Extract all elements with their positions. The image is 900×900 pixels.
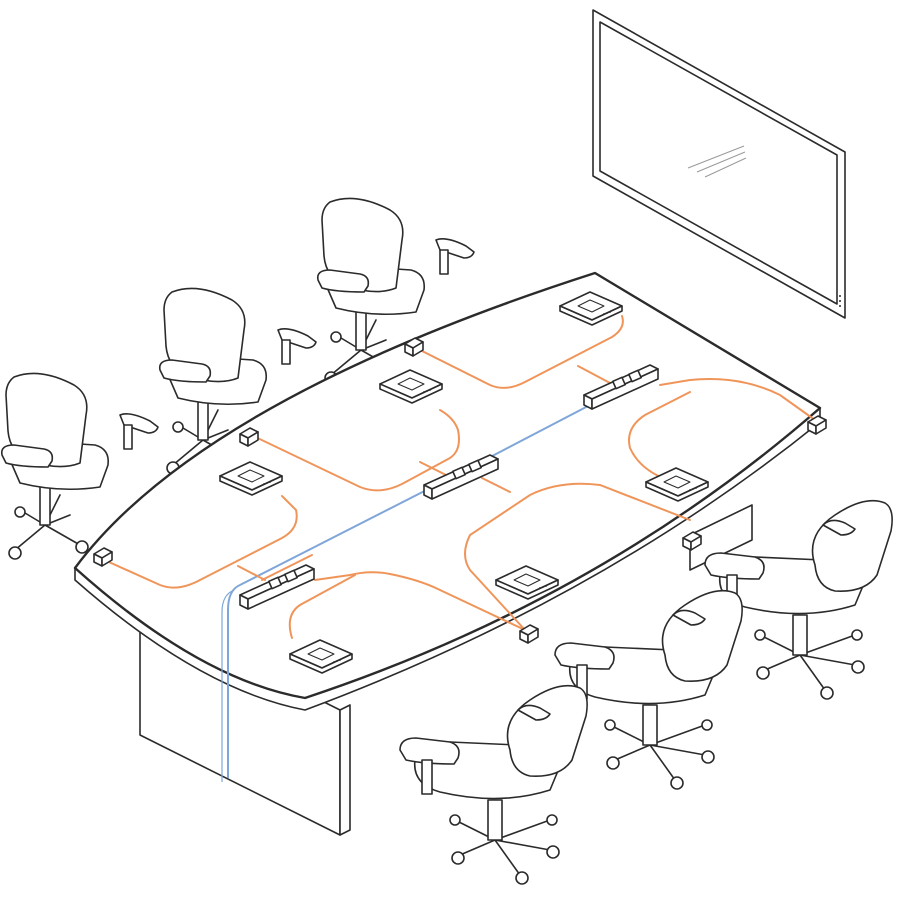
office-chair-icon	[399, 684, 588, 885]
power-cables	[99, 315, 816, 639]
network-cable	[221, 404, 591, 782]
wall-display-icon	[592, 9, 846, 319]
